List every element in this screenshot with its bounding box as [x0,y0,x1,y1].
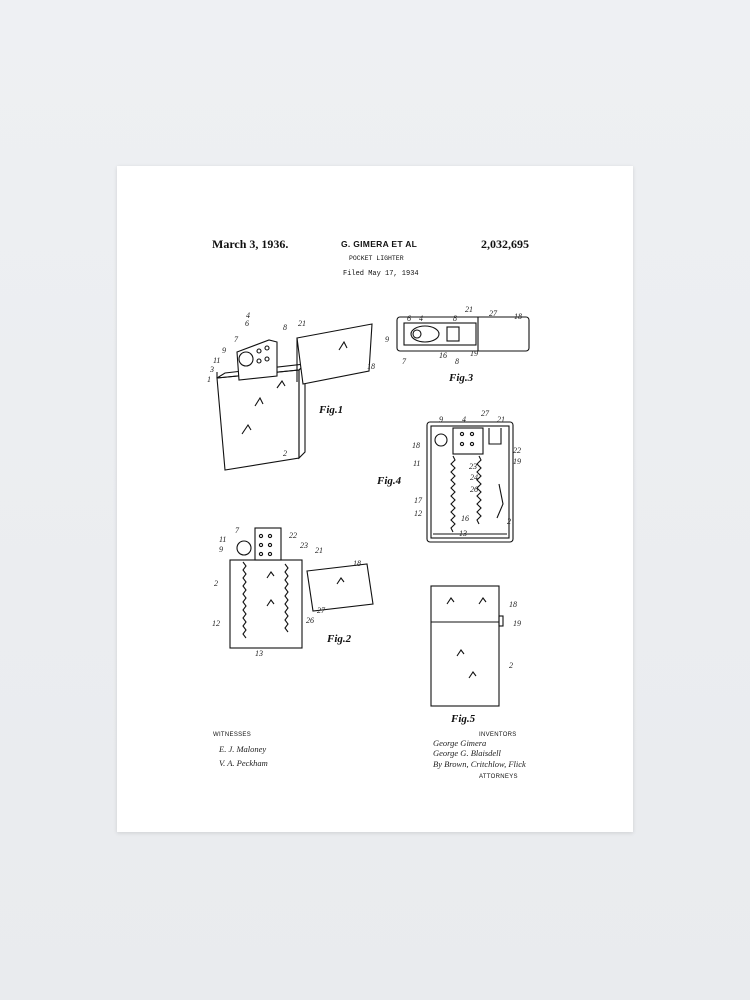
fig1-label-1: 1 [207,375,211,384]
fig4-label-22: 22 [513,446,521,455]
fig3-label-6: 6 [407,314,411,323]
inventor-signature-2: George G. Blaisdell [433,748,502,758]
fig4-label-13: 13 [459,529,467,538]
fig4-label-16: 16 [461,514,469,523]
fig1-label-8: 8 [283,323,287,332]
patent-poster: March 3, 1936. G. GIMERA ET AL 2,032,695… [117,166,633,832]
attorney-signature: By Brown, Critchlow, Flick [433,759,526,769]
patent-number: 2,032,695 [481,237,529,251]
fig4-label-21: 21 [497,415,505,424]
witnesses-caption: WITNESSES [213,732,251,738]
fig2-label-7: 7 [235,526,240,535]
fig3-label-7: 7 [402,357,407,366]
fig4-label-17: 17 [414,496,423,505]
fig5-label-2: 2 [509,661,513,670]
witness-signature-2: V. A. Peckham [219,758,268,768]
fig2-label-12: 12 [212,619,220,628]
figure-2-drawing: 7 11 9 22 23 21 2 18 12 27 26 13 Fig.2 [212,526,374,658]
attorneys-caption: ATTORNEYS [479,774,518,780]
figure-4-drawing: 9 4 27 21 18 22 11 23 19 24 26 17 12 16 … [376,409,521,543]
fig2-label-23: 23 [300,541,308,550]
fig2-label-9: 9 [219,545,223,554]
fig4-label-24: 24 [470,473,478,482]
patent-date: March 3, 1936. [212,237,289,251]
inventors-caption: INVENTORS [479,732,517,738]
patent-title: POCKET LIGHTER [349,255,404,262]
fig1-label-4: 4 [246,311,250,320]
fig4-label-11: 11 [413,459,420,468]
fig4-label-4: 4 [462,415,466,424]
fig2-label-21: 21 [315,546,323,555]
fig4-label-18: 18 [412,441,420,450]
fig4-label-27: 27 [481,409,490,418]
patent-filed-date: Filed May 17, 1934 [343,270,419,278]
fig2-label-11: 11 [219,535,226,544]
fig2-label-27: 27 [317,606,326,615]
fig3-caption: Fig.3 [448,372,474,384]
fig3-label-21: 21 [465,305,473,314]
fig4-label-2: 2 [507,517,511,526]
fig1-label-11: 11 [213,356,220,365]
figure-3-drawing: 9 7 4 6 21 8 27 18 16 8 19 Fig.3 [385,305,530,384]
fig2-label-26: 26 [306,616,314,625]
fig3-label-4: 4 [419,314,423,323]
fig3-label-19: 19 [470,349,478,358]
fig1-label-9: 9 [222,346,226,355]
fig5-caption: Fig.5 [450,713,476,725]
fig2-label-22: 22 [289,531,297,540]
fig3-label-27: 27 [489,309,498,318]
fig5-label-18: 18 [509,600,517,609]
fig1-caption: Fig.1 [318,404,343,416]
fig3-label-8b: 8 [455,357,459,366]
fig4-label-19: 19 [513,457,521,466]
fig1-label-6: 6 [245,319,249,328]
fig1-label-7: 7 [234,335,239,344]
patent-inventor-line: G. GIMERA ET AL [341,239,418,249]
figure-5-drawing: 18 19 2 Fig.5 [430,585,521,725]
fig4-label-26: 26 [470,485,478,494]
fig3-label-8: 8 [453,314,457,323]
fig4-label-12: 12 [414,509,422,518]
fig4-label-9: 9 [439,415,443,424]
fig1-label-21: 21 [298,319,306,328]
fig3-label-16: 16 [439,351,447,360]
inventor-signature-1: George Gimera [433,738,486,748]
fig2-label-13: 13 [255,649,263,658]
fig3-label-9: 9 [385,335,389,344]
fig3-label-18: 18 [514,312,522,321]
fig2-label-18: 18 [353,559,361,568]
fig4-label-23: 23 [469,462,477,471]
fig1-label-3: 3 [209,365,214,374]
fig1-label-18: 18 [367,362,375,371]
fig5-label-19: 19 [513,619,521,628]
fig2-caption: Fig.2 [326,633,352,645]
fig4-caption: Fig.4 [376,475,402,487]
signature-block: WITNESSES E. J. Maloney V. A. Peckham IN… [213,732,526,780]
fig1-label-2: 2 [283,449,287,458]
fig2-label-2: 2 [214,579,218,588]
figure-1-drawing: 4 6 7 8 21 9 11 3 1 18 2 Fig.1 [207,311,375,471]
witness-signature-1: E. J. Maloney [218,744,266,754]
patent-drawing: 4 6 7 8 21 9 11 3 1 18 2 Fig.1 9 7 4 6 2… [207,305,530,780]
